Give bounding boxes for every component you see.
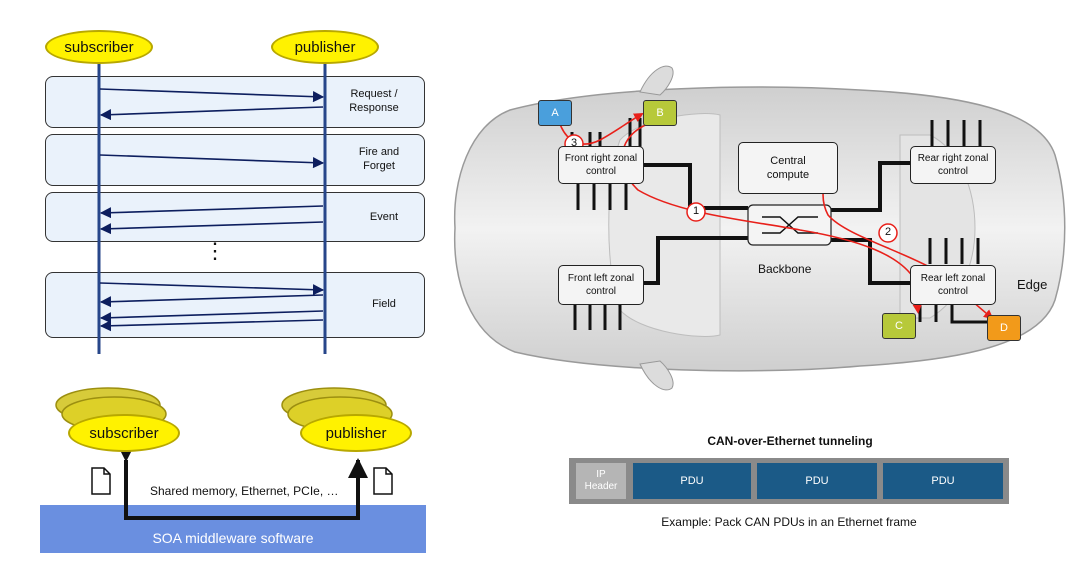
subscriber-label: subscriber bbox=[64, 38, 134, 56]
field-arrow bbox=[99, 294, 324, 308]
pdu-block: PDU bbox=[883, 463, 1003, 499]
edge-label: Edge bbox=[1017, 277, 1048, 292]
zone-rear-left: Rear left zonal control bbox=[910, 265, 996, 305]
car-mirror bbox=[639, 360, 674, 391]
pdu-block: PDU bbox=[633, 463, 751, 499]
publisher-ellipse: publisher bbox=[271, 30, 379, 64]
tunneling-title: CAN-over-Ethernet tunneling bbox=[707, 434, 873, 448]
backbone-label: Backbone bbox=[758, 262, 812, 276]
path-marker-circle bbox=[686, 202, 706, 222]
edge-node-c-label: C bbox=[895, 320, 903, 332]
pattern-label: Event bbox=[369, 211, 399, 223]
zone-front-left-label: Front left zonal control bbox=[567, 273, 635, 297]
pattern-label: Field bbox=[372, 298, 396, 310]
edge-stubs bbox=[570, 118, 990, 330]
ellipsis-marker: ⋮ bbox=[204, 238, 226, 263]
zone-rear-right-label: Rear right zonal control bbox=[917, 153, 989, 177]
fire-forget-arrow bbox=[99, 154, 325, 169]
middleware-publisher-label: publisher bbox=[325, 424, 387, 442]
middleware-publisher-ellipse: publisher bbox=[300, 414, 412, 452]
pdu-block: PDU bbox=[757, 463, 877, 499]
middleware-label: SOA middleware software bbox=[152, 530, 314, 546]
document-icon bbox=[91, 467, 111, 495]
path-marker-circle bbox=[878, 223, 898, 243]
document-icon bbox=[373, 467, 393, 495]
edge-node-d-label: D bbox=[1000, 322, 1008, 334]
event-arrow bbox=[99, 205, 324, 219]
central-compute: Central compute bbox=[738, 142, 838, 194]
middleware-bar bbox=[40, 505, 426, 553]
field-arrow bbox=[99, 319, 324, 332]
central-compute-label: Central compute bbox=[766, 155, 810, 181]
edge-node-c: C bbox=[882, 313, 916, 339]
request-arrow bbox=[99, 88, 325, 103]
middleware-connector bbox=[116, 442, 368, 520]
transport-label: Shared memory, Ethernet, PCIe, … bbox=[150, 484, 339, 498]
publisher-label: publisher bbox=[294, 38, 356, 56]
path-marker-2: 2 bbox=[884, 226, 892, 238]
subscriber-ellipse: subscriber bbox=[45, 30, 153, 64]
edge-node-a: A bbox=[538, 100, 572, 126]
middleware-subscriber-ellipse: subscriber bbox=[68, 414, 180, 452]
ip-header-label: IP Header bbox=[584, 469, 618, 492]
zone-front-right-label: Front right zonal control bbox=[564, 153, 638, 177]
field-arrow bbox=[99, 310, 324, 324]
middleware-subscriber-label: subscriber bbox=[89, 424, 159, 442]
event-arrow bbox=[99, 221, 324, 235]
car-mirror bbox=[639, 65, 674, 96]
field-arrow bbox=[99, 282, 325, 296]
zone-rear-left-label: Rear left zonal control bbox=[920, 273, 986, 297]
tunneling-caption: Example: Pack CAN PDUs in an Ethernet fr… bbox=[661, 515, 917, 529]
backbone-wiring bbox=[643, 161, 910, 285]
path-marker-1: 1 bbox=[692, 205, 700, 217]
pattern-label: Fire and Forget bbox=[358, 146, 400, 172]
edge-node-b-label: B bbox=[656, 107, 664, 119]
path-marker-3: 3 bbox=[570, 137, 578, 149]
edge-node-a-label: A bbox=[551, 107, 559, 119]
ip-header: IP Header bbox=[576, 463, 626, 499]
zone-rear-right: Rear right zonal control bbox=[910, 146, 996, 184]
edge-node-b: B bbox=[643, 100, 677, 126]
response-arrow bbox=[99, 106, 324, 121]
zone-front-left: Front left zonal control bbox=[558, 265, 644, 305]
zone-front-right: Front right zonal control bbox=[558, 146, 644, 184]
edge-node-d: D bbox=[987, 315, 1021, 341]
switch-icon bbox=[762, 216, 818, 234]
pattern-label: Request / Response bbox=[349, 88, 399, 114]
